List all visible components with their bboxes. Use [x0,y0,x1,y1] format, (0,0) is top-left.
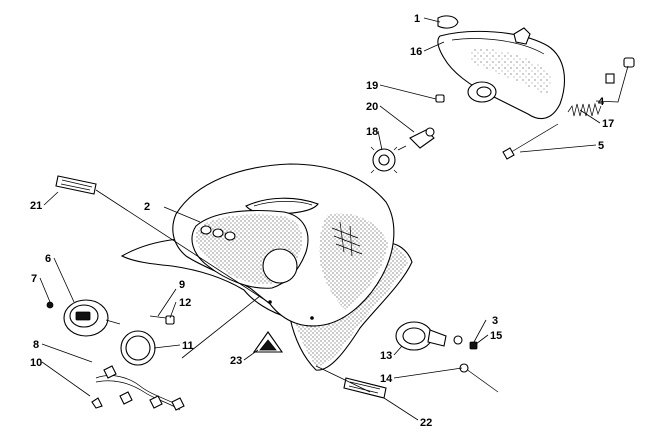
callout-11: 11 [182,340,194,352]
callout-4: 4 [598,96,605,108]
callout-9: 9 [179,279,185,291]
callout-21: 21 [30,200,42,212]
leader-lines [39,17,629,421]
callout-12: 12 [179,297,191,309]
callout-16: 16 [410,46,422,58]
callout-18: 18 [366,126,378,138]
callout-5: 5 [598,140,604,152]
callout-10: 10 [30,357,42,369]
callout-3: 3 [492,315,498,327]
decal-23 [252,331,284,353]
callout-20: 20 [366,101,378,113]
decal-21 [55,175,97,195]
callout-13: 13 [380,350,392,362]
callout-labels: 1 2 3 4 5 6 7 8 9 10 11 12 13 14 15 16 1… [30,13,614,429]
callout-14: 14 [380,373,393,385]
switch-assembly [395,321,499,393]
callout-1: 1 [414,13,420,25]
callout-23: 23 [230,355,242,367]
callout-6: 6 [45,253,51,265]
headlight-housing-assembly [370,15,635,174]
callout-15: 15 [490,330,502,342]
callout-17: 17 [602,118,614,130]
callout-7: 7 [31,273,37,285]
callout-19: 19 [366,80,378,92]
callout-8: 8 [33,339,39,351]
gauge-assembly [46,299,185,411]
callout-22: 22 [420,417,432,429]
console-panel [120,163,413,371]
callout-2: 2 [144,201,150,213]
